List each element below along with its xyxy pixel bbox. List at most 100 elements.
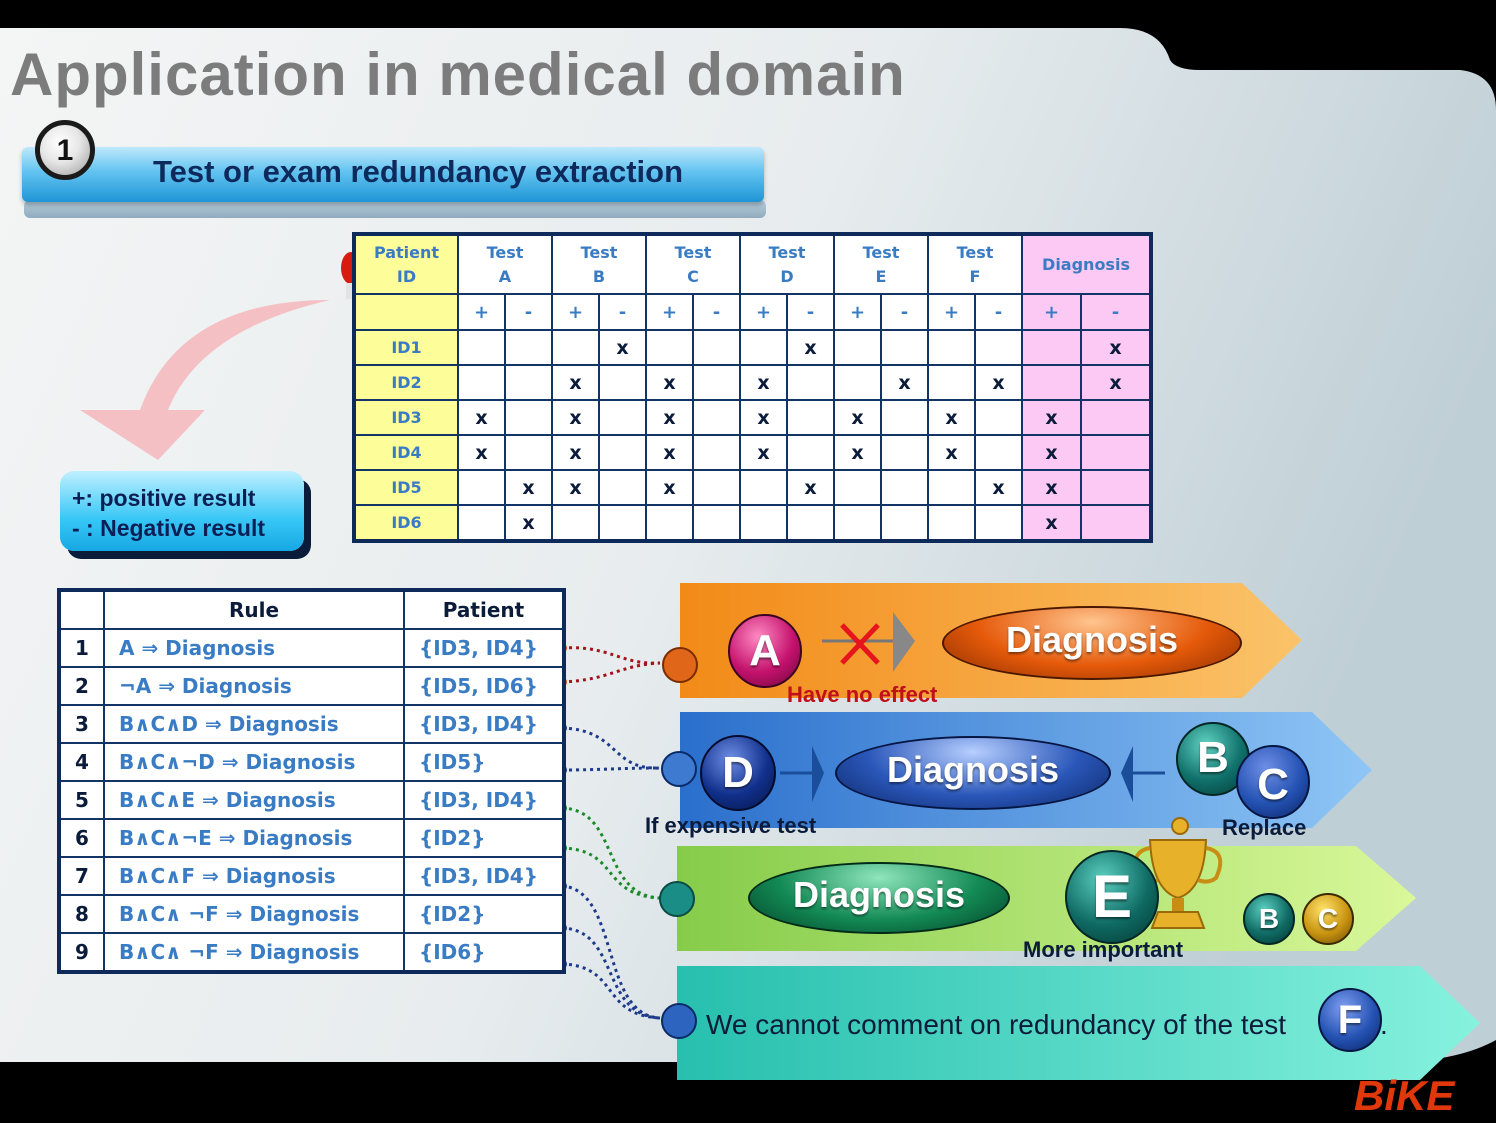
result-cell: x [833,399,882,436]
rule-text: A ⇒ Diagnosis [103,628,405,668]
result-cell [880,434,929,471]
result-cell: x [1021,434,1082,471]
sign-plus: + [739,293,788,331]
result-cell: x [786,329,835,366]
rule-number: 8 [58,894,105,934]
orb-c-large: C [1236,745,1310,819]
sign-minus: - [880,293,929,331]
legend-negative: - : Negative result [72,515,265,541]
result-cell: x [1021,504,1082,542]
result-cell [457,364,506,401]
rule-patients: {ID3, ID4} [403,628,565,668]
section-bar-shadow [24,200,766,218]
rule-patients: {ID2} [403,894,565,934]
result-cell [692,434,741,471]
orb-d: D [700,735,776,811]
rule-number: 6 [58,818,105,858]
result-cell: x [974,364,1023,401]
bike-logo: BiKE [1354,1072,1455,1119]
result-cell [786,364,835,401]
result-cell: x [551,434,600,471]
sign-minus: - [974,293,1023,331]
result-cell [880,399,929,436]
diagnosis-oval-d: Diagnosis [835,736,1111,810]
rule-number: 1 [58,628,105,668]
rule-patients: {ID3, ID4} [403,704,565,744]
orb-a: A [728,614,802,688]
result-cell [457,329,506,366]
result-cell: x [833,434,882,471]
result-cell [833,329,882,366]
result-cell: x [551,399,600,436]
rule-text: B∧C∧D ⇒ Diagnosis [103,704,405,744]
band-f-text: We cannot comment on redundancy of the t… [706,1009,1287,1040]
connector-9 [561,962,661,1020]
result-cell: x [880,364,929,401]
sign-plus: + [833,293,882,331]
result-cell [692,469,741,506]
result-cell: x [598,329,647,366]
bulb-f [661,1003,697,1039]
rule-text: B∧C∧ ¬F ⇒ Diagnosis [103,894,405,934]
result-cell [974,329,1023,366]
result-cell [1080,504,1152,542]
orb-b-small: B [1243,893,1295,945]
result-cell: x [551,469,600,506]
result-cell [833,504,882,542]
sign-plus: + [645,293,694,331]
rule-number: 5 [58,780,105,820]
rule-header-number [58,589,105,630]
result-cell: x [645,399,694,436]
section-bar [22,147,764,202]
sign-plus: + [1021,293,1082,331]
rule-text: ¬A ⇒ Diagnosis [103,666,405,706]
result-cell: x [645,434,694,471]
rule-number: 4 [58,742,105,782]
result-cell [551,329,600,366]
rule-patients: {ID2} [403,818,565,858]
result-cell [1080,399,1152,436]
orb-c-small: C [1302,893,1354,945]
sign-minus: - [598,293,647,331]
result-cell [692,504,741,542]
sign-plus: + [457,293,506,331]
orb-f: F [1318,988,1382,1052]
result-cell [974,434,1023,471]
result-cell [880,469,929,506]
rule-number: 7 [58,856,105,896]
caption-have-no-effect: Have no effect [787,682,938,707]
result-cell [598,399,647,436]
result-cell [1080,469,1152,506]
table-sign-row: + - + - + - + - + - + - + - [353,293,1152,331]
result-cell [880,504,929,542]
sign-minus: - [786,293,835,331]
sign-minus: - [692,293,741,331]
result-cell [974,399,1023,436]
result-cell [598,434,647,471]
rule-header-rule: Rule [103,589,405,630]
connector-4 [561,766,661,772]
result-cell [739,469,788,506]
sign-minus: - [1080,293,1152,331]
cross-icon [840,623,880,665]
result-cell [645,504,694,542]
result-cell [833,469,882,506]
patient-id-cell: ID1 [353,329,459,366]
connector-6 [561,846,661,900]
patient-id-cell: ID6 [353,504,459,542]
result-cell: x [1080,364,1152,401]
result-cell [504,364,553,401]
result-cell [504,399,553,436]
